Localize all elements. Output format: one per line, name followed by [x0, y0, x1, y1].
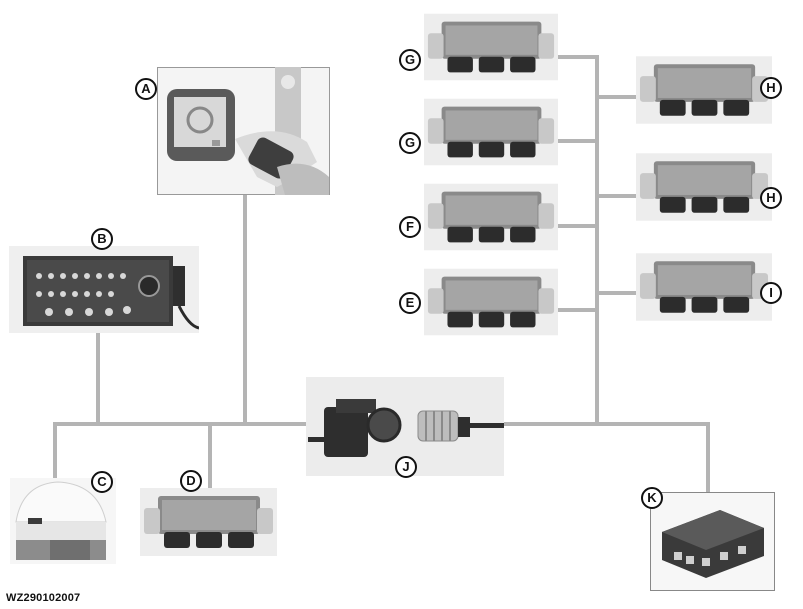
label-j: J — [395, 456, 417, 478]
control-unit-image — [650, 492, 775, 591]
control-box-image — [9, 246, 199, 333]
figure-code: WZ290102007 — [6, 592, 81, 604]
label-i: I — [760, 282, 782, 304]
controller-module-h1-image — [636, 56, 772, 124]
display-monitor-image — [157, 67, 330, 195]
label-b: B — [91, 228, 113, 250]
label-h1: H — [760, 77, 782, 99]
controller-module-i-image — [636, 253, 772, 321]
label-d: D — [180, 470, 202, 492]
label-c: C — [91, 471, 113, 493]
connector-image — [306, 377, 504, 476]
controller-module-g2-image — [424, 98, 558, 166]
controller-module-f-image — [424, 183, 558, 251]
controller-module-e-image — [424, 268, 558, 336]
label-h2: H — [760, 187, 782, 209]
label-a: A — [135, 78, 157, 100]
controller-module-g1-image — [424, 13, 558, 81]
label-g2: G — [399, 132, 421, 154]
controller-module-h2-image — [636, 153, 772, 221]
label-f: F — [399, 216, 421, 238]
label-k: K — [641, 487, 663, 509]
label-e: E — [399, 292, 421, 314]
label-g1: G — [399, 49, 421, 71]
controller-module-d-image — [140, 488, 277, 556]
